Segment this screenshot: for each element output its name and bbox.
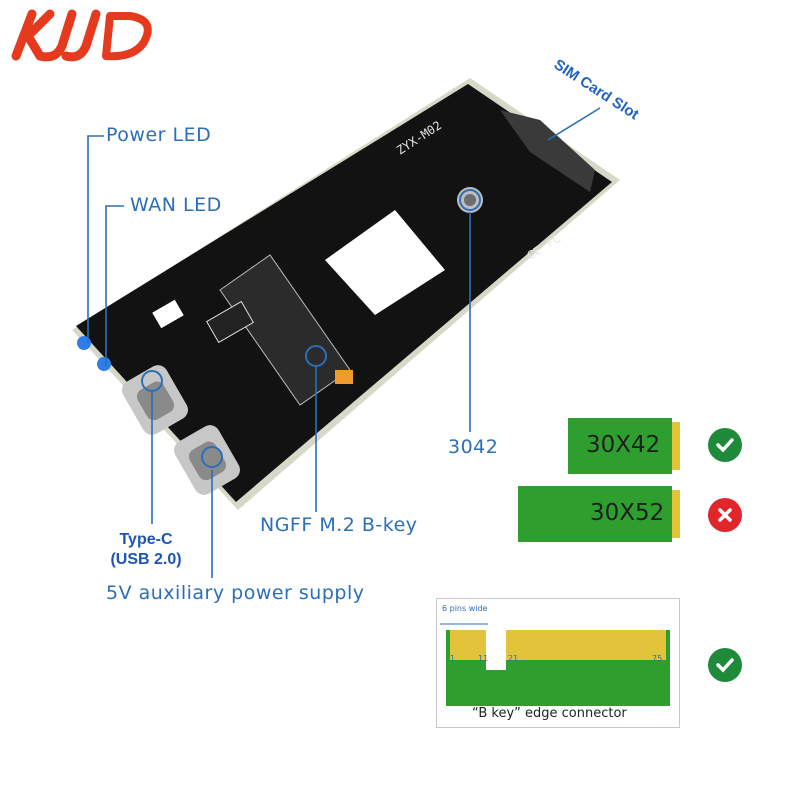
size-3042-callout: 3042 <box>448 436 499 458</box>
card-30x52-label: 30X52 <box>590 500 665 526</box>
pin-number-75: 75 <box>652 654 663 663</box>
cross-icon <box>708 498 742 532</box>
check-icon <box>708 648 742 682</box>
wan-led <box>97 357 111 371</box>
typec-callout: Type-C (USB 2.0) <box>96 530 196 570</box>
typec-port <box>122 365 188 435</box>
edge-connector-caption: “B key” edge connector <box>472 706 627 721</box>
card-30x42-label: 30X42 <box>586 432 661 458</box>
typec-callout-line2: (USB 2.0) <box>110 551 182 568</box>
pin-number-1: 1 <box>450 654 456 663</box>
aux-power-callout: 5V auxiliary power supply <box>106 582 365 604</box>
typec-callout-line1: Type-C <box>119 531 173 548</box>
wan-led-callout: WAN LED <box>130 194 222 216</box>
ngff-callout: NGFF M.2 B-key <box>260 514 418 536</box>
sim-slot <box>500 110 595 192</box>
edge-connector-diagram <box>440 623 670 706</box>
pin-number-11: 11 <box>478 654 489 663</box>
card-30x42 <box>568 418 680 474</box>
check-icon <box>708 428 742 462</box>
capacitor <box>335 370 353 384</box>
adapter-board: ZYX-M02 CE FC <box>72 78 620 510</box>
power-led-callout: Power LED <box>106 124 212 146</box>
pin-number-21: 21 <box>508 654 519 663</box>
dotted-pad <box>325 210 445 315</box>
brand-logo <box>11 9 152 62</box>
card-30x52 <box>518 486 680 542</box>
pins-note: 6 pins wide <box>442 604 488 613</box>
power-port <box>174 425 240 495</box>
